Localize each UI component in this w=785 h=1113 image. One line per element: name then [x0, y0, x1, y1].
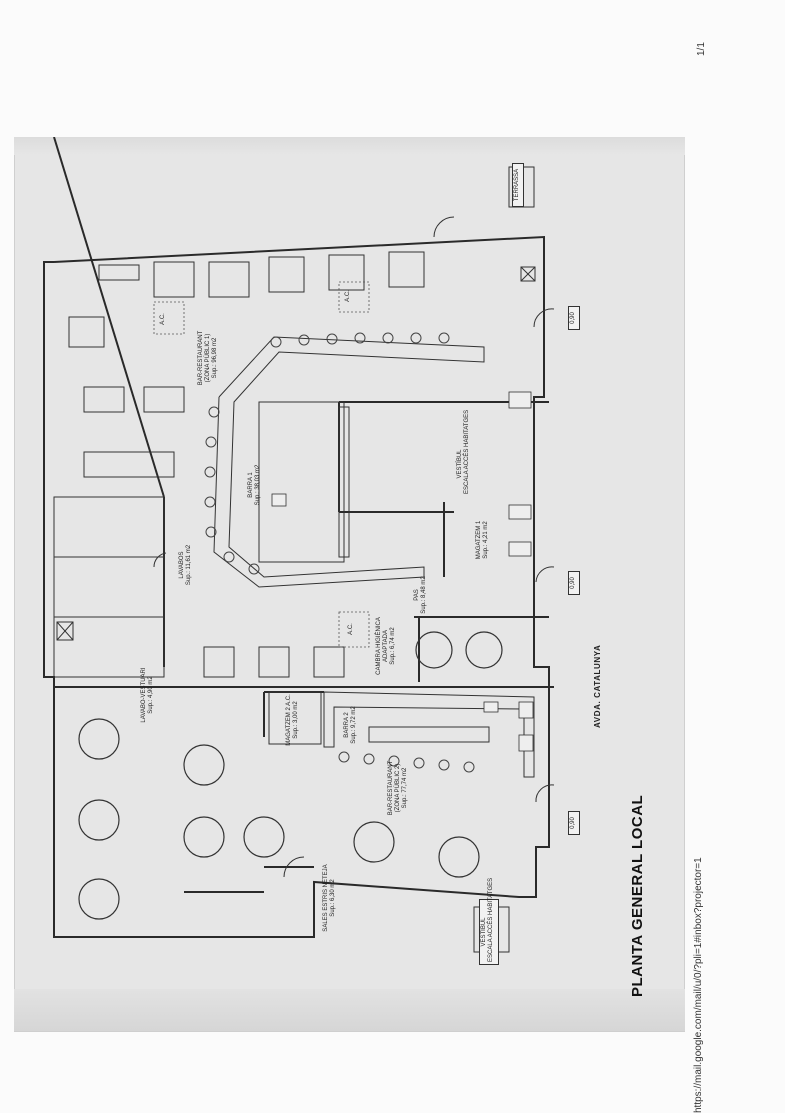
room-vestibul-habitatges-2: VESTÍBUL ESCALA ACCÉS HABITATGES — [479, 878, 499, 965]
ac-marker-3: A.C. — [348, 623, 354, 635]
street-label: AVDA. CATALUNYA — [593, 644, 602, 728]
outer-wall — [43, 235, 550, 938]
sheet-fold-shadow — [14, 137, 685, 155]
room-barra-1: BARRA 1 Sup.: 38,03 m2 — [248, 464, 261, 506]
room-cambra-higienica: CAMBRA HIGIÈNICA ADAPTADA Sup.: 6,74 m2 — [376, 617, 396, 675]
room-bar-restaurant-1: BAR-RESTAURANT (ZONA PÚBLIC 1) Sup.: 96,… — [198, 330, 218, 386]
plan-title: PLANTA GENERAL LOCAL — [629, 794, 646, 997]
dimension-2: 0,90 — [568, 571, 580, 595]
ac-marker-2: A.C. — [345, 290, 351, 302]
page-indicator: 1/1 — [696, 42, 707, 56]
room-barra-2: BARRA 2 Sup.: 9,72 m2 — [344, 706, 357, 744]
room-vestibul-habitatges: VESTÍBUL ESCALA ACCÉS HABITATGES — [457, 409, 470, 494]
room-magatzem-1: MAGATZEM 1 Sup.: 4,21 m2 — [476, 520, 489, 560]
room-pas: PAS Sup.: 8,48 m2 — [414, 576, 427, 614]
print-url: https://mail.google.com/mail/u/0/?pli=1#… — [693, 857, 704, 1113]
sheet-bottom-strip — [14, 989, 685, 1031]
room-lavabo-vestuari: LAVABO-VESTUARI Sup.: 4,90 m2 — [141, 667, 154, 723]
floor-plan-drawing — [43, 137, 555, 953]
room-magatzem-2: MAGATZEM 2 A.C. Sup.: 3,00 m2 — [286, 694, 299, 746]
scanned-sheet: PLANTA GENERAL LOCAL AVDA. CATALUNYA TER… — [14, 137, 685, 1032]
dimension-3: 0,90 — [568, 811, 580, 835]
terrace-label: TERRASSA — [512, 163, 524, 207]
room-bar-restaurant-2: BAR-RESTAURANT (ZONA PÚBLIC 2) Sup.: 77,… — [388, 760, 408, 816]
dimension-1: 0,90 — [568, 306, 580, 330]
room-lavabos: LAVABOS Sup.: 11,61 m2 — [179, 544, 192, 586]
room-sales-estris: SALES ESTRIS NETEJA Sup.: 6,30 m2 — [323, 864, 336, 932]
ac-marker-1: A.C. — [160, 313, 166, 325]
